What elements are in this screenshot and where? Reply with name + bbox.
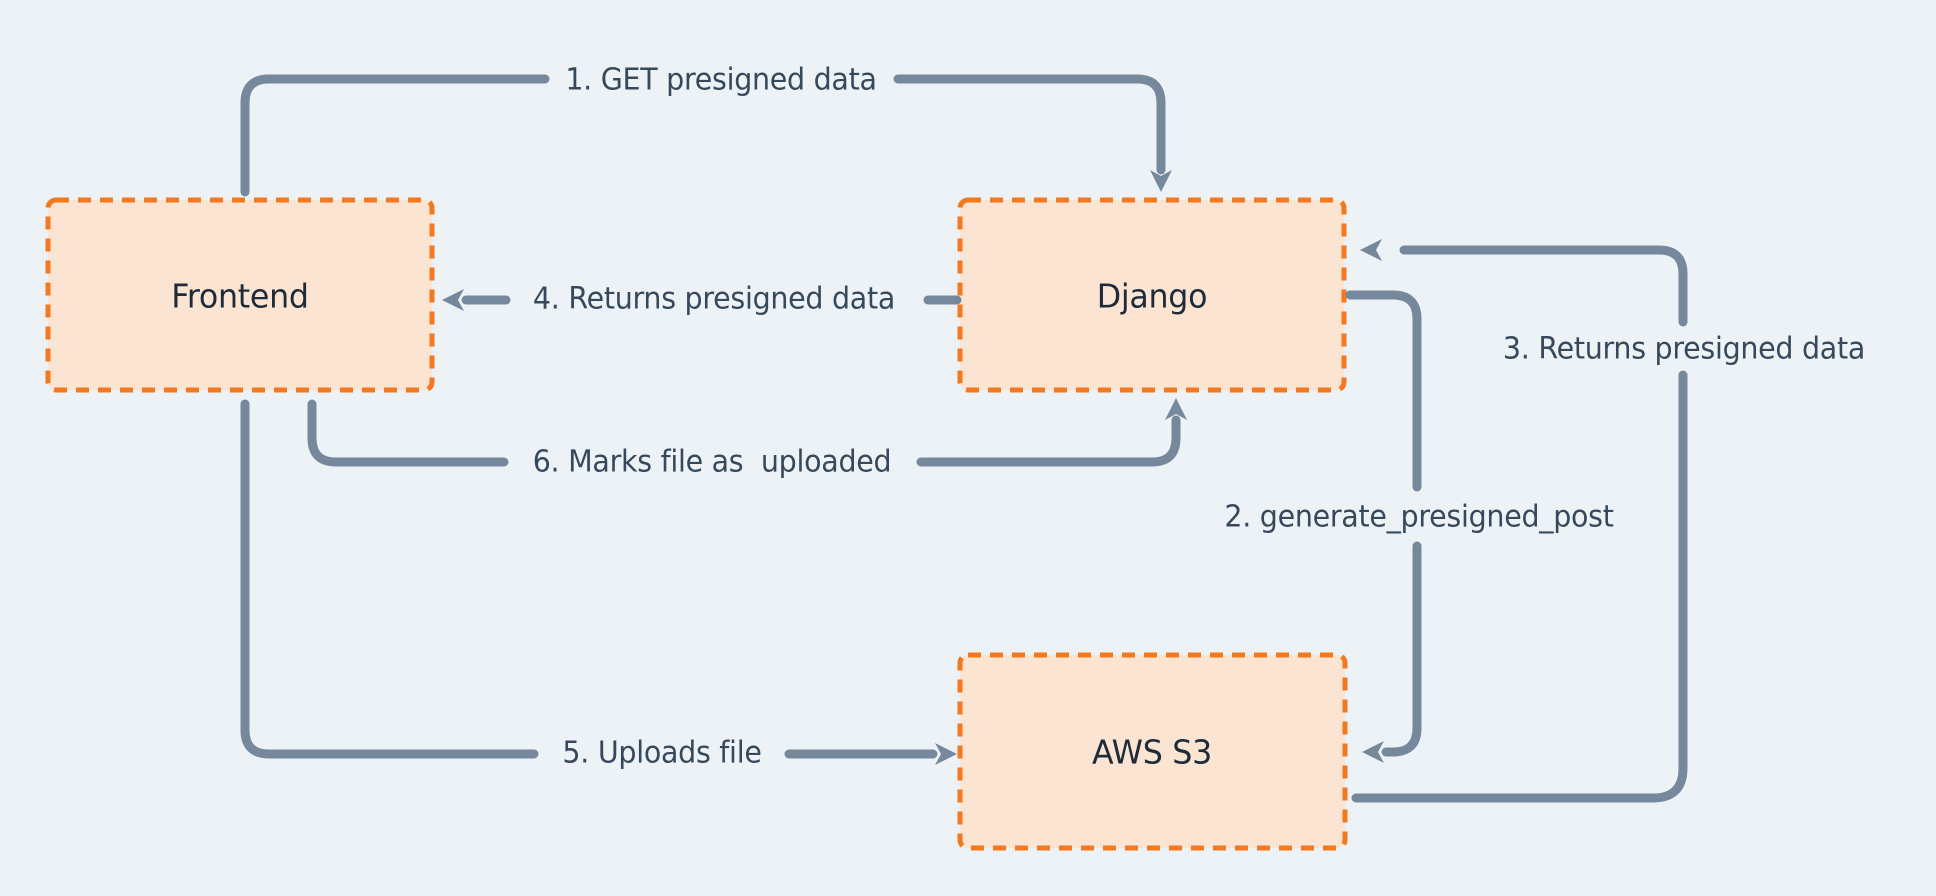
django-node-box — [957, 197, 1347, 393]
arrow-2-left-arrowhead-icon — [1362, 741, 1384, 763]
edge-label-marks-file-uploaded: 6. Marks file as uploaded — [532, 444, 892, 480]
edge-label-uploads-file: 5. Uploads file — [562, 735, 762, 771]
arrow-5-right-arrowhead-icon — [935, 743, 957, 765]
arrow-1-segment-a — [240, 74, 550, 197]
edge-label-returns-presigned-data-django: 4. Returns presigned data — [532, 281, 896, 317]
arrow-3-left-arrowhead-icon — [1360, 239, 1382, 261]
arrow-5-segment-a — [240, 399, 539, 759]
arrow-4-left-arrowhead-icon — [442, 289, 464, 311]
arrow-2-segment-b — [1381, 541, 1422, 757]
edge-label-returns-presigned-data-s3: 3. Returns presigned data — [1502, 331, 1866, 367]
frontend-node-box — [45, 197, 435, 393]
arrow-1-segment-b — [893, 74, 1166, 175]
arrow-1-down-arrowhead-icon — [1150, 170, 1172, 192]
aws-s3-node-box — [957, 652, 1348, 851]
arrow-6-up-arrowhead-icon — [1165, 398, 1187, 420]
aws-s3-node-label: AWS S3 — [1092, 732, 1212, 772]
django-node-label: Django — [1096, 276, 1208, 316]
arrow-2-segment-a — [1345, 290, 1422, 492]
edge-label-generate-presigned-post: 2. generate_presigned_post — [1224, 499, 1614, 535]
edge-label-get-presigned-data: 1. GET presigned data — [565, 62, 877, 98]
arrow-6-segment-a — [307, 399, 509, 467]
frontend-node-label: Frontend — [171, 276, 309, 316]
arrow-3-segment-b — [1399, 245, 1688, 327]
arrow-3-segment-a — [1351, 370, 1688, 803]
arrow-6-segment-b — [916, 415, 1181, 467]
